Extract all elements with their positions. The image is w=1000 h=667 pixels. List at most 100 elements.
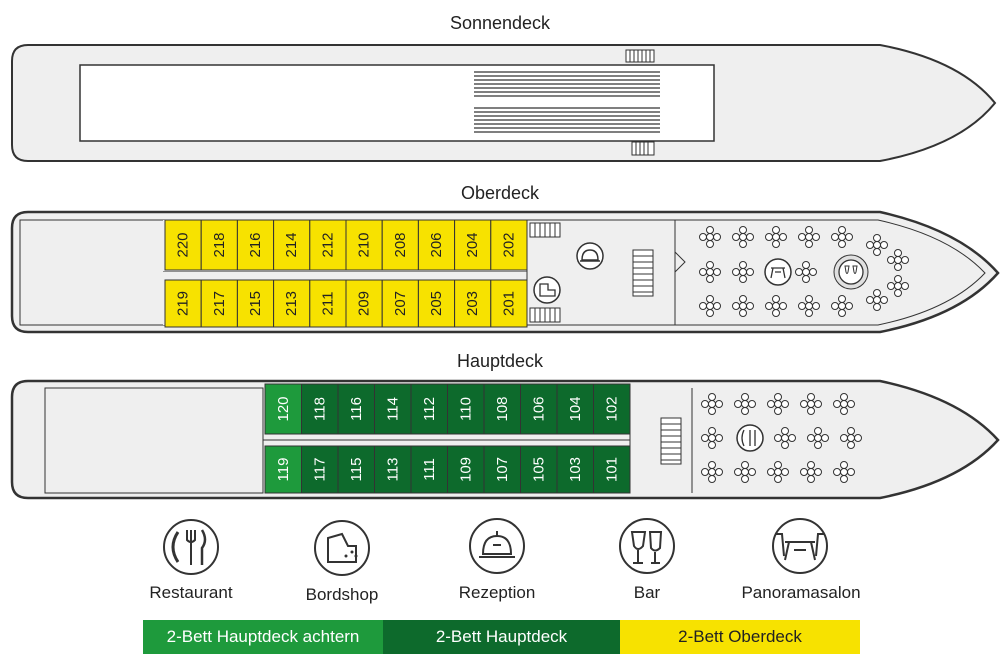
- bar-icon: [619, 518, 675, 574]
- cabin-number: 212: [319, 232, 336, 257]
- cabin-number: 110: [457, 397, 474, 421]
- cabin-number: 102: [603, 396, 620, 421]
- cabin-202: 202: [490, 219, 528, 271]
- cabin-210: 210: [345, 219, 383, 271]
- table-icon: [734, 461, 756, 483]
- cabin-number: 111: [421, 458, 438, 481]
- panoramasalon-icon: [772, 518, 828, 574]
- cabin-105: 105: [520, 445, 558, 494]
- cabin-213: 213: [273, 279, 311, 328]
- cabin-number: 202: [500, 232, 517, 257]
- table-icon: [701, 393, 723, 415]
- cabin-number: 109: [457, 457, 474, 482]
- cabin-number: 115: [348, 458, 365, 482]
- cabin-204: 204: [454, 219, 492, 271]
- cabin-number: 116: [348, 397, 365, 421]
- table-icon: [774, 427, 796, 449]
- bar-map-icon: [833, 254, 869, 290]
- restaurant-label: Restaurant: [149, 583, 233, 602]
- cabin-number: 101: [603, 457, 620, 482]
- sonnendeck-title: Sonnendeck: [449, 13, 551, 33]
- cabin-number: 205: [428, 291, 445, 316]
- cabin-number: 120: [275, 396, 292, 421]
- cabin-219: 219: [164, 279, 202, 328]
- cabin-number: 113: [384, 458, 401, 482]
- table-icon: [765, 226, 787, 248]
- cabin-220: 220: [164, 219, 202, 271]
- table-icon: [831, 226, 853, 248]
- cabin-115: 115: [337, 445, 375, 494]
- sonnendeck: [11, 44, 997, 162]
- cabin-number: 103: [567, 457, 584, 482]
- cabin-number: 219: [175, 291, 192, 316]
- cabin-215: 215: [236, 279, 275, 328]
- table-icon: [887, 275, 909, 297]
- table-icon: [701, 461, 723, 483]
- table-icon: [767, 461, 789, 483]
- cabin-217: 217: [200, 279, 238, 328]
- cabin-number: 114: [384, 397, 401, 421]
- table-icon: [798, 226, 820, 248]
- cabin-208: 208: [381, 219, 419, 271]
- stair-icon: [631, 141, 655, 156]
- stair-icon: [632, 249, 654, 297]
- cabin-104: 104: [556, 383, 594, 435]
- cabin-205: 205: [417, 279, 456, 328]
- stair-icon: [660, 417, 682, 465]
- legend-hauptdeck: 2-Bett Hauptdeck: [383, 620, 620, 654]
- cabin-214: 214: [273, 219, 311, 271]
- cabin-number: 118: [311, 397, 328, 421]
- table-icon: [734, 393, 756, 415]
- cabin-number: 220: [175, 232, 192, 257]
- table-icon: [800, 461, 822, 483]
- cabin-number: 208: [392, 232, 409, 257]
- oberdeck-title: Oberdeck: [460, 183, 540, 203]
- cabin-211: 211: [309, 279, 347, 328]
- table-icon: [800, 393, 822, 415]
- legend-oberdeck: 2-Bett Oberdeck: [620, 620, 860, 654]
- table-icon: [732, 226, 754, 248]
- bar-label: Bar: [633, 583, 661, 602]
- cabin-201: 201: [490, 279, 528, 328]
- table-icon: [732, 295, 754, 317]
- cabin-110: 110: [447, 383, 485, 435]
- rezeption-icon: [469, 518, 525, 574]
- cabin-117: 117: [301, 445, 339, 494]
- table-icon: [701, 427, 723, 449]
- restaurant-icon: [163, 519, 219, 575]
- cabin-number: 206: [428, 232, 445, 257]
- table-icon: [887, 249, 909, 271]
- bordshop-map-icon: [533, 276, 561, 304]
- bordshop-icon: [314, 520, 370, 576]
- cabin-118: 118: [301, 383, 339, 435]
- cabin-209: 209: [345, 279, 383, 328]
- cabin-number: 204: [464, 232, 481, 257]
- cabin-109: 109: [447, 445, 485, 494]
- cabin-number: 112: [421, 397, 438, 421]
- cabin-number: 217: [211, 291, 228, 316]
- cabin-number: 117: [311, 458, 328, 482]
- cabin-number: 211: [319, 292, 336, 316]
- cabin-120: 120: [264, 383, 302, 435]
- table-icon: [833, 393, 855, 415]
- table-icon: [807, 427, 829, 449]
- table-icon: [831, 295, 853, 317]
- cabin-number: 119: [275, 458, 292, 482]
- table-icon: [732, 261, 754, 283]
- table-icon: [866, 289, 888, 311]
- restaurant-map-icon: [736, 424, 764, 452]
- cabin-number: 216: [247, 232, 264, 257]
- hauptdeck-title: Hauptdeck: [456, 351, 544, 371]
- cabin-106: 106: [520, 383, 558, 435]
- cabin-number: 214: [283, 232, 300, 257]
- cabin-number: 104: [567, 396, 584, 421]
- cabin-116: 116: [337, 383, 375, 435]
- table-icon: [833, 461, 855, 483]
- cabin-number: 105: [530, 457, 547, 482]
- restaurant-tables: [701, 393, 862, 483]
- cabin-101: 101: [593, 445, 631, 494]
- cabin-114: 114: [374, 383, 412, 435]
